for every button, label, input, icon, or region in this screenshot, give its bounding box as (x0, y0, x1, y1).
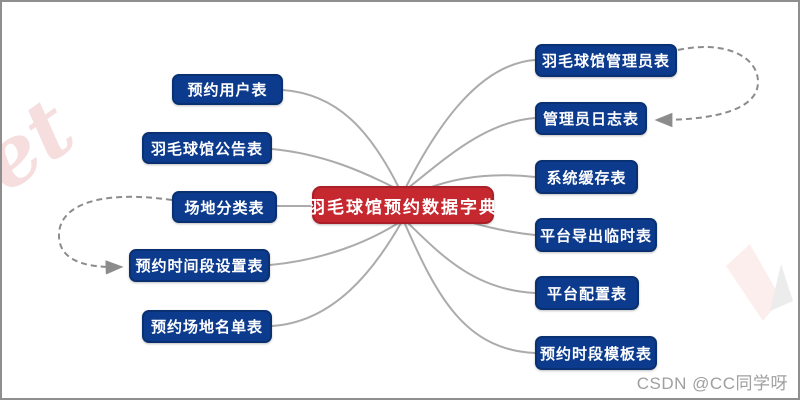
watermark-shape-gray (770, 264, 793, 311)
node-platform-config-table: 平台配置表 (535, 276, 639, 310)
edge-center-to-hall-announcement (271, 148, 400, 191)
edge-center-to-admin-log (407, 117, 536, 189)
node-hall-announcement-table: 羽毛球馆公告表 (142, 132, 272, 164)
edge-center-to-venue-list (271, 222, 402, 327)
node-system-cache-table: 系统缓存表 (535, 160, 638, 194)
node-timeslot-setting-table: 预约时间段设置表 (129, 249, 270, 282)
node-hall-admin-table: 羽毛球馆管理员表 (535, 44, 677, 77)
node-admin-log-table: 管理员日志表 (535, 102, 647, 135)
node-venue-category-table: 场地分类表 (172, 191, 277, 223)
edge-center-to-platform-config (407, 222, 536, 294)
edge-center-to-reservation-user (282, 89, 400, 189)
edge-center-to-timeslot-template (404, 223, 536, 354)
watermark-shape-pink (726, 244, 781, 321)
node-venue-list-table: 预约场地名单表 (142, 310, 272, 343)
node-export-temp-table: 平台导出临时表 (535, 218, 657, 252)
edge-center-to-hall-admin (405, 59, 536, 188)
node-reservation-user-table: 预约用户表 (172, 74, 283, 105)
node-timeslot-template-table: 预约时段模板表 (535, 336, 657, 370)
edge-center-to-system-cache (425, 174, 536, 190)
node-center-data-dictionary: 羽毛球馆预约数据字典 (308, 186, 496, 224)
dashed-arrow-venue-category-to-timeslot-setting (57, 195, 173, 275)
csdn-watermark: CSDN @CC同学呀 (636, 374, 788, 393)
edge-center-to-timeslot-setting (269, 221, 401, 266)
